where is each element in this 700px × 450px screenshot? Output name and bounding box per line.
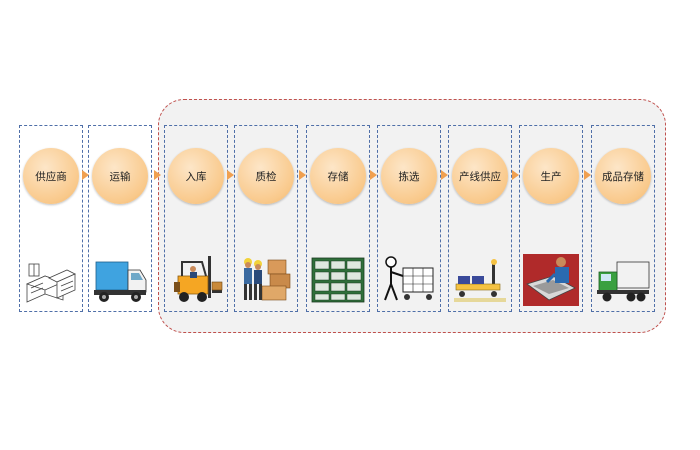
step-line-supply: 产线供应 bbox=[448, 125, 512, 312]
step-label: 产线供应 bbox=[459, 169, 501, 184]
flow-arrow bbox=[584, 170, 591, 180]
step-finished-goods-storage: 成品存储 bbox=[591, 125, 655, 312]
step-circle: 供应商 bbox=[23, 148, 79, 204]
step-label: 生产 bbox=[541, 169, 562, 184]
step-label: 入库 bbox=[186, 169, 207, 184]
step-circle: 拣选 bbox=[381, 148, 437, 204]
flow-arrow bbox=[154, 170, 161, 180]
step-label: 供应商 bbox=[35, 169, 67, 184]
flow-arrow bbox=[441, 170, 448, 180]
step-label: 存储 bbox=[328, 169, 349, 184]
picking-cart-icon bbox=[381, 254, 437, 306]
step-circle: 运输 bbox=[92, 148, 148, 204]
line-supply-cart-icon bbox=[452, 254, 508, 306]
step-label: 成品存储 bbox=[602, 169, 644, 184]
flow-arrow bbox=[82, 170, 89, 180]
flow-arrow bbox=[512, 170, 519, 180]
step-picking: 拣选 bbox=[377, 125, 441, 312]
flow-arrow bbox=[227, 170, 234, 180]
step-circle: 质检 bbox=[238, 148, 294, 204]
flow-arrow bbox=[299, 170, 306, 180]
step-circle: 产线供应 bbox=[452, 148, 508, 204]
step-storage: 存储 bbox=[306, 125, 370, 312]
inspection-worker-icon bbox=[238, 254, 294, 306]
forklift-icon bbox=[168, 254, 224, 306]
warehouse-stock-icon bbox=[23, 254, 79, 306]
delivery-truck-icon bbox=[92, 254, 148, 306]
step-receiving: 入库 bbox=[164, 125, 228, 312]
step-circle: 存储 bbox=[310, 148, 366, 204]
step-label: 质检 bbox=[256, 169, 277, 184]
storage-rack-icon bbox=[310, 254, 366, 306]
step-circle: 入库 bbox=[168, 148, 224, 204]
step-label: 运输 bbox=[110, 169, 131, 184]
step-inspection: 质检 bbox=[234, 125, 298, 312]
step-label: 拣选 bbox=[399, 169, 420, 184]
step-circle: 生产 bbox=[523, 148, 579, 204]
step-production: 生产 bbox=[519, 125, 583, 312]
flow-arrow bbox=[370, 170, 377, 180]
step-circle: 成品存储 bbox=[595, 148, 651, 204]
step-transport: 运输 bbox=[88, 125, 152, 312]
finished-goods-truck-icon bbox=[595, 254, 651, 306]
step-supplier: 供应商 bbox=[19, 125, 83, 312]
production-worker-icon bbox=[523, 254, 579, 306]
